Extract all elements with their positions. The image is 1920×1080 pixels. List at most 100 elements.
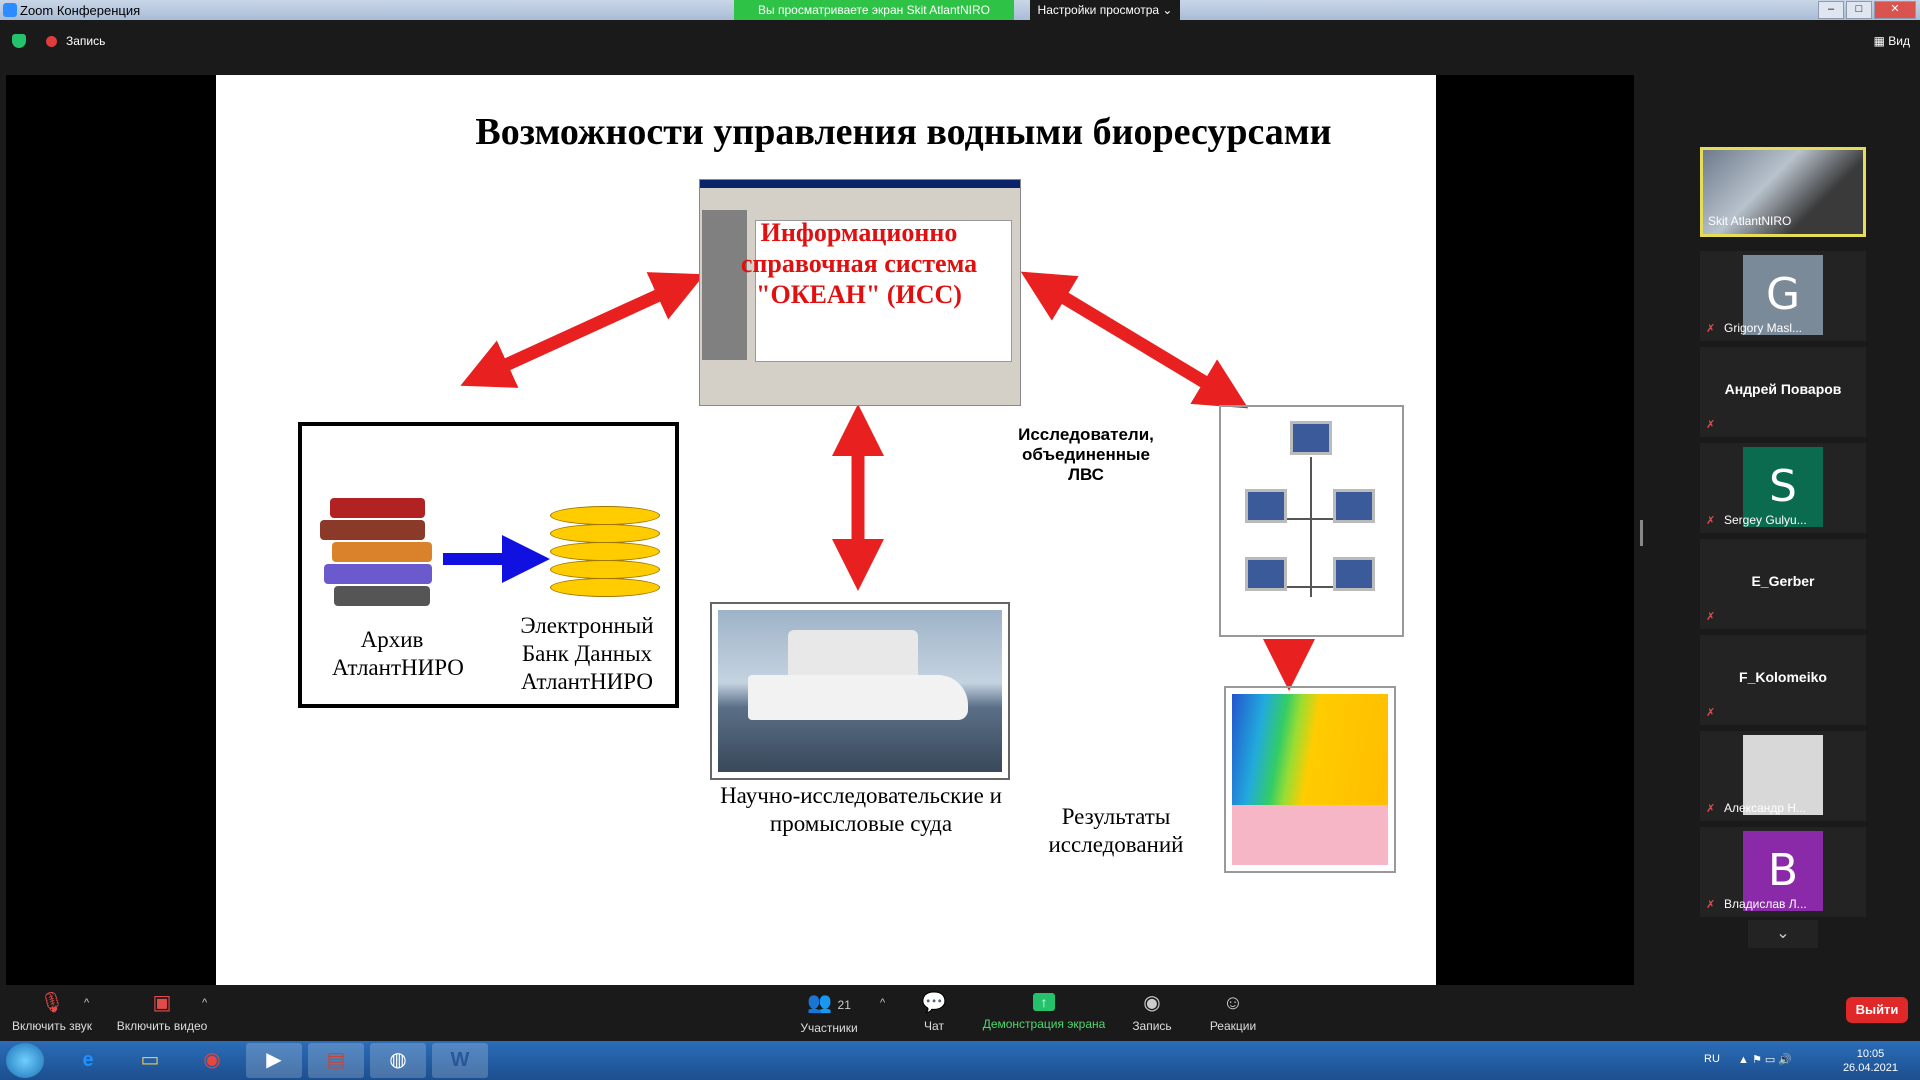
participant-video (1703, 150, 1863, 234)
system-label: Информационно справочная система "ОКЕАН"… (740, 218, 978, 309)
clock[interactable]: 10:05 26.04.2021 (1843, 1047, 1898, 1075)
computer-icon (1245, 557, 1287, 591)
participant-tile[interactable]: Андрей Поваров ✗ (1700, 347, 1866, 437)
share-arrow-icon: ↑ (1033, 993, 1055, 1011)
video-options-caret[interactable]: ^ (202, 997, 208, 1009)
record-icon: ◉ (1143, 992, 1161, 1014)
unmute-button[interactable]: 🎙 Включить звук (8, 993, 96, 1033)
minimize-button[interactable]: – (1818, 1, 1844, 19)
databank-label: Электронный Банк Данных АтлантНИРО (520, 613, 654, 694)
participant-name: Sergey Gulyu... (1724, 513, 1807, 527)
mic-muted-icon: ✗ (1706, 707, 1716, 719)
mic-muted-icon: ✗ (1706, 323, 1716, 335)
view-label: Вид (1888, 34, 1910, 48)
reactions-button[interactable]: ☺ Реакции (1207, 993, 1259, 1033)
slide-arrows (443, 271, 1315, 691)
chat-icon: 💬 (921, 992, 947, 1014)
participants-button[interactable]: 👥 21 Участники (790, 993, 868, 1035)
shared-screen: Возможности управления водными биоресурс… (6, 75, 1634, 985)
chat-button[interactable]: 💬 Чат (912, 993, 956, 1033)
mic-muted-icon: 🎙 (39, 992, 65, 1014)
view-button[interactable]: ▦ Вид (1874, 34, 1910, 48)
computer-icon (1333, 489, 1375, 523)
avatar: S (1743, 447, 1823, 527)
clock-time: 10:05 (1856, 1048, 1885, 1060)
meeting-topbar: Запись ▦ Вид (0, 20, 1920, 62)
participant-name: Андрей Поваров (1724, 381, 1842, 397)
participant-name: E_Gerber (1751, 573, 1815, 589)
participant-name: Grigory Masl... (1724, 321, 1803, 335)
mic-muted-icon: ✗ (1706, 419, 1716, 431)
arrow-system-lan (1020, 271, 1249, 409)
view-options-button[interactable]: Настройки просмотра ⌄ (1030, 0, 1180, 20)
unmute-label: Включить звук (11, 1019, 93, 1033)
share-screen-button[interactable]: ↑ Демонстрация экрана (980, 993, 1108, 1031)
vessels-label: Научно-исследовательские и промысловые с… (720, 783, 1002, 836)
word-icon[interactable]: W (432, 1043, 488, 1078)
chevron-down-icon[interactable]: ⌄ (1748, 920, 1818, 948)
participant-tile[interactable]: Александр Н... ✗ (1700, 731, 1866, 821)
archive-box: Архив АтлантНИРО Электронный Банк Данных… (298, 422, 679, 708)
windows-start-icon[interactable] (6, 1043, 44, 1078)
start-video-label: Включить видео (116, 1019, 208, 1033)
audio-options-caret[interactable]: ^ (84, 997, 90, 1009)
participant-tile[interactable]: E_Gerber✗ (1700, 539, 1866, 629)
avatar (1743, 735, 1823, 815)
lan-diagram (1219, 405, 1404, 637)
window-titlebar: Zoom Конференция Вы просматриваете экран… (0, 0, 1920, 20)
participants-options-caret[interactable]: ^ (880, 997, 886, 1009)
mic-muted-icon: ✗ (1706, 515, 1716, 527)
file-explorer-icon[interactable]: ▭ (140, 1049, 160, 1071)
maximize-button[interactable]: □ (1846, 1, 1872, 19)
participant-name: Александр Н... (1724, 801, 1807, 815)
save-app-icon[interactable]: ▤ (308, 1043, 364, 1078)
chat-label: Чат (924, 1019, 944, 1033)
start-video-button[interactable]: ▣ Включить видео (113, 993, 211, 1033)
computer-icon (1333, 557, 1375, 591)
leave-button[interactable]: Выйти (1846, 997, 1908, 1023)
share-screen-label: Демонстрация экрана (982, 1017, 1106, 1031)
results-label: Результаты исследований (1048, 804, 1184, 857)
results-map (1224, 686, 1396, 873)
internet-explorer-icon[interactable]: e (82, 1049, 94, 1071)
record-button[interactable]: ◉ Запись (1128, 993, 1176, 1033)
vessel-photo (710, 602, 1010, 780)
chrome-icon[interactable]: ◉ (203, 1049, 221, 1071)
record-label: Запись (1132, 1019, 1172, 1033)
recording-label: Запись (66, 34, 106, 48)
arrow-archive-system (460, 272, 705, 388)
viewing-screen-banner: Вы просматриваете экран Skit AtlantNIRO (734, 0, 1014, 20)
close-button[interactable]: ✕ (1874, 1, 1916, 19)
zoom-app-icon (3, 3, 17, 17)
archive-label: Архив АтлантНИРО (332, 627, 464, 680)
slide-title: Возможности управления водными биоресурс… (475, 111, 1332, 153)
mic-muted-icon: ✗ (1706, 803, 1716, 815)
zoom-taskbar-icon[interactable]: ▶ (246, 1043, 302, 1078)
video-off-icon: ▣ (152, 992, 172, 1014)
security-shield-icon[interactable] (12, 34, 26, 48)
gallery-resize-handle[interactable] (1640, 520, 1643, 546)
system-screenshot (699, 179, 1021, 406)
messenger-icon[interactable]: ◍ (370, 1043, 426, 1078)
mic-muted-icon: ✗ (1706, 899, 1716, 911)
computer-icon (1245, 489, 1287, 523)
participant-name: Skit AtlantNIRO (1708, 214, 1792, 228)
grid-icon: ▦ (1873, 34, 1889, 48)
presentation-slide: Возможности управления водными биоресурс… (216, 75, 1436, 985)
tray-icons[interactable]: ▲ ⚑ ▭ 🔊 (1738, 1054, 1793, 1066)
participant-name: F_Kolomeiko (1739, 669, 1827, 685)
avatar: G (1743, 255, 1823, 335)
recording-icon (46, 36, 57, 47)
participant-tile[interactable]: Skit AtlantNIRO (1700, 147, 1866, 237)
language-indicator[interactable]: RU (1704, 1053, 1720, 1065)
participant-name: Владислав Л... (1724, 897, 1807, 911)
database-icon (550, 506, 660, 606)
avatar: B (1743, 831, 1823, 911)
participants-label: Участники (800, 1021, 858, 1035)
books-icon (320, 498, 440, 608)
meeting-controls: 🎙 Включить звук ^ ▣ Включить видео ^ 👥 2… (0, 985, 1920, 1041)
participant-tile[interactable]: F_Kolomeiko ✗ (1700, 635, 1866, 725)
